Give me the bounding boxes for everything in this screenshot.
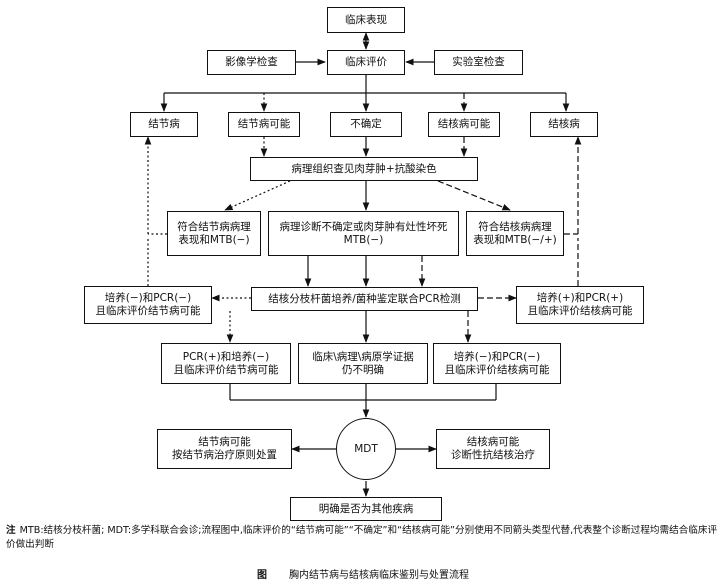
still-unclear-box: 临床\病理\病原学证据 仍不明确 — [298, 343, 428, 384]
tb-possible-box: 结核病可能 — [428, 112, 500, 137]
note-label: 注 — [6, 525, 16, 536]
clinical-presentation-box: 临床表现 — [327, 7, 405, 33]
culture-pcr-box: 结核分枝杆菌培养/菌种鉴定联合PCR检测 — [251, 287, 478, 311]
imaging-box: 影像学检查 — [207, 50, 296, 75]
culture-negative-sarcoid-box: 培养(−)和PCR(−) 且临床评价结节病可能 — [84, 286, 212, 324]
note-text: MTB:结核分枝杆菌; MDT:多学科联合会诊;流程图中,临床评价的“结节病可能… — [6, 525, 718, 550]
flowchart-connectors — [144, 32, 582, 497]
treat-tb-box: 结核病可能 诊断性抗结核治疗 — [436, 429, 550, 469]
path-sarcoid-box: 符合结节病病理 表现和MTB(−) — [167, 211, 261, 256]
treat-sarcoid-box: 结节病可能 按结节病治疗原则处置 — [157, 429, 292, 469]
pcr-positive-sarcoid-box: PCR(+)和培养(−) 且临床评价结节病可能 — [161, 343, 291, 384]
path-tb-box: 符合结核病病理 表现和MTB(−/+) — [466, 211, 564, 256]
laboratory-box: 实验室检查 — [434, 50, 523, 75]
pathology-stain-box: 病理组织查见肉芽肿+抗酸染色 — [250, 157, 478, 181]
culture-positive-tb-box: 培养(+)和PCR(+) 且临床评价结核病可能 — [516, 286, 644, 324]
mdt-circle: MDT — [336, 418, 396, 480]
caption-label: 图 — [257, 570, 267, 581]
sarcoidosis-possible-box: 结节病可能 — [228, 112, 300, 137]
culture-negative-tb-box: 培养(−)和PCR(−) 且临床评价结核病可能 — [433, 343, 561, 384]
figure-caption: 图 胸内结节病与结核病临床鉴别与处置流程 — [0, 566, 726, 581]
tuberculosis-box: 结核病 — [530, 112, 598, 137]
other-disease-box: 明确是否为其他疾病 — [290, 497, 442, 521]
caption-text: 胸内结节病与结核病临床鉴别与处置流程 — [289, 570, 469, 581]
path-uncertain-box: 病理诊断不确定或肉芽肿有灶性坏死 MTB(−) — [268, 211, 459, 256]
clinical-evaluation-box: 临床评价 — [327, 50, 405, 75]
uncertain-box: 不确定 — [330, 112, 402, 137]
sarcoidosis-box: 结节病 — [130, 112, 198, 137]
